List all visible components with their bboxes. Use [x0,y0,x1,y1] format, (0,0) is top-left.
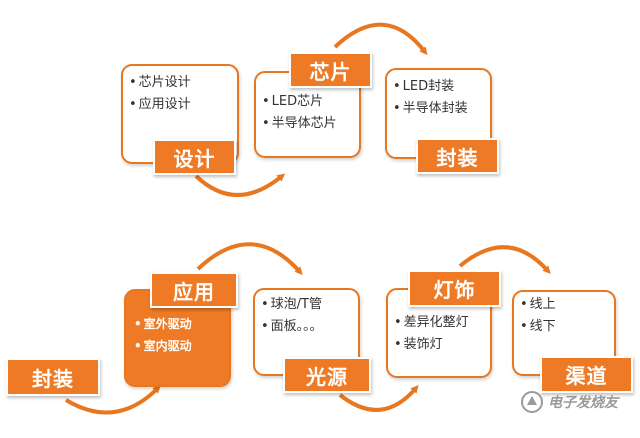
arrow-chip-to-package [333,22,428,56]
light-source-label: 光源 [283,357,371,393]
list-item: 半导体芯片 [262,113,337,135]
chip-label: 芯片 [289,52,372,88]
channel-label: 渠道 [540,356,633,393]
list-item: 线上 [520,294,556,316]
list-item: LED封装 [393,76,468,98]
light-source-items: 球泡/T管 面板。。。 [261,294,323,338]
list-item: 室外驱动 [134,313,192,335]
watermark-text: 电子发烧友 [548,395,618,411]
list-item: 芯片设计 [129,72,191,94]
list-item: 应用设计 [129,94,191,116]
arrow-package-to-application [64,385,161,415]
design-items: 芯片设计 应用设计 [129,72,191,116]
chip-items: LED芯片 半导体芯片 [262,91,337,135]
lighting-label: 灯饰 [408,270,501,307]
arrow-lighting-to-channel [458,245,551,274]
arrow-design-to-chip [194,173,286,197]
list-item: 室内驱动 [134,335,192,357]
arrow-lightsource-to-lighting [338,384,419,412]
arrow-application-to-lightsource [196,242,303,275]
list-item: 线下 [520,316,556,338]
package-label: 封装 [416,138,499,174]
application-label: 应用 [150,272,238,308]
list-item: 半导体封装 [393,98,468,120]
list-item: LED芯片 [262,91,337,113]
design-label: 设计 [153,139,236,175]
application-items: 室外驱动 室内驱动 [134,313,192,357]
list-item: 装饰灯 [394,334,469,356]
package-start-label: 封装 [6,358,100,396]
watermark-logo-icon [521,391,543,413]
list-item: 差异化整灯 [394,312,469,334]
list-item: 面板。。。 [261,316,323,338]
channel-items: 线上 线下 [520,294,556,338]
lighting-items: 差异化整灯 装饰灯 [394,312,469,356]
package-items: LED封装 半导体封装 [393,76,468,120]
list-item: 球泡/T管 [261,294,323,316]
